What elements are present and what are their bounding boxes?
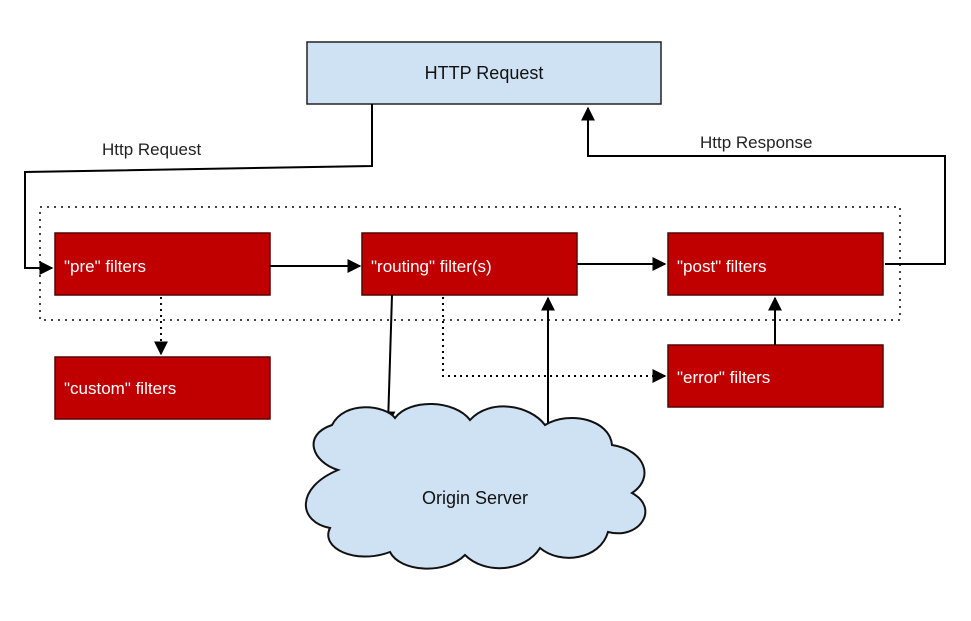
origin-server-label: Origin Server [422, 488, 528, 508]
post-filters-label: "post" filters [677, 257, 767, 276]
http-request-label: HTTP Request [425, 63, 544, 83]
routing-to-origin-edge [381, 294, 396, 426]
error-filters-node: "error" filters [667, 344, 884, 408]
custom-filters-node: "custom" filters [54, 356, 271, 420]
post-filters-node: "post" filters [667, 232, 884, 296]
custom-filters-label: "custom" filters [64, 379, 176, 398]
http-response-edge-label: Http Response [700, 133, 812, 152]
pre-filters-label: "pre" filters [64, 257, 146, 276]
routing-to-error-edge [442, 297, 667, 383]
routing-filters-label: "routing" filter(s) [371, 257, 492, 276]
http-request-edge-label: Http Request [102, 140, 201, 159]
http-request-edge [24, 104, 373, 275]
error-filters-label: "error" filters [677, 368, 770, 387]
http-response-edge [581, 106, 946, 265]
routing-filters-node: "routing" filter(s) [361, 232, 578, 296]
http-request-node: HTTP Request [306, 41, 662, 105]
pre-filters-node: "pre" filters [54, 232, 271, 296]
origin-server-node: Origin Server [304, 403, 647, 570]
